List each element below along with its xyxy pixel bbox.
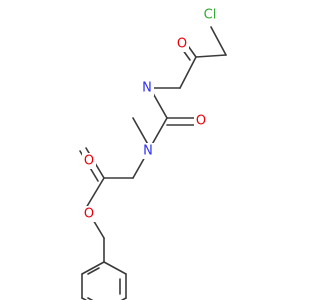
atom-n-amide: N: [140, 80, 154, 96]
atom-label-cl: Cl: [204, 8, 217, 23]
atom-label-n-carbamate: N: [143, 144, 153, 159]
atom-label-n-amide: N: [142, 81, 152, 96]
atom-o-carbonyl: O: [82, 153, 96, 169]
chemical-structure-diagram: Cl O N O N O O: [79, 6, 227, 300]
bond-layer: [79, 26, 227, 300]
bond-co-ch2-2: [179, 56, 197, 89]
atom-cl: Cl: [199, 6, 221, 24]
atom-o-ketone: O: [175, 36, 189, 52]
bond-ring-6: [81, 261, 105, 275]
atom-o-amide: O: [194, 113, 208, 129]
atom-label-o-ketone: O: [177, 37, 187, 52]
bond-ch2-co: [195, 54, 227, 58]
bond-ring-inner-2: [87, 297, 94, 300]
bond-ring-1: [103, 261, 127, 275]
bond-cl-ch2: [210, 26, 227, 56]
bond-ring-inner-3: [87, 267, 100, 275]
bond-carbamate-c-o-ester: [85, 177, 105, 209]
atom-n-carbamate: N: [141, 143, 155, 159]
atom-o-ester: O: [82, 206, 96, 222]
atom-label-o-ester: O: [84, 207, 94, 222]
atom-label-layer: Cl O N O N O O: [82, 6, 221, 222]
atom-label-o-amide: O: [196, 114, 206, 129]
atom-label-o-carbonyl: O: [84, 154, 94, 169]
